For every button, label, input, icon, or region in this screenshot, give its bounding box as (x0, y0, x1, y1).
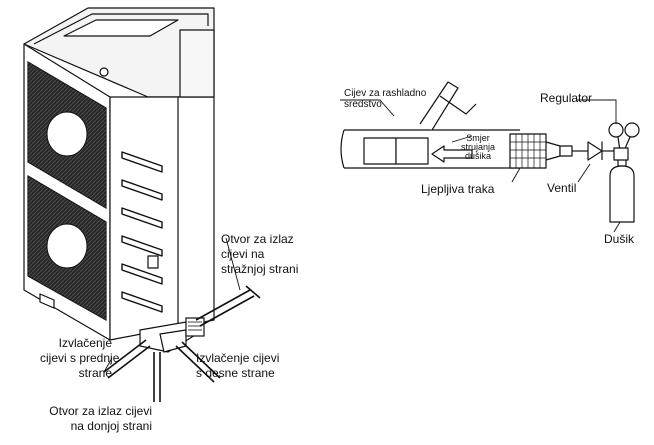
refrigerant-pipe-label-line2: sredstvo (344, 99, 382, 110)
refrigerant-pipe-label: Cijev za rashladno sredstvo (344, 88, 426, 110)
rear-outlet-label: Otvor za izlaz cijevi na stražnjoj stran… (221, 232, 298, 277)
regulator-label: Regulator (540, 91, 593, 105)
flow-arrow (431, 145, 473, 163)
regulator-gauge-left (608, 122, 624, 138)
flow-direction-label-line2: strujanja (460, 142, 496, 152)
valve-label: Ventil (547, 181, 577, 195)
insertion-tube (419, 81, 459, 131)
pipe-outlets (103, 285, 261, 402)
front-pull-label-line2: cijevi s prednje (40, 351, 120, 365)
adhesive-tape-label: Ljepljiva traka (421, 182, 495, 196)
flow-direction-label-line1: Smjer (466, 133, 490, 143)
front-pull-label: Izvlačenje cijevi s prednje strane (40, 336, 120, 381)
nitrogen-label: Dušik (604, 232, 635, 246)
right-pull-label-line2: s desne strane (196, 366, 275, 380)
bottom-outlet-label-line1: Otvor za izlaz cijevi (49, 404, 152, 418)
upper-fan-grille (27, 60, 107, 210)
pipe-sleeve-right (395, 137, 429, 165)
front-pull-label-line3: strane (78, 366, 112, 380)
flow-direction-label: Smjer strujanja dušika (458, 134, 498, 161)
rear-outlet-label-line2: cijevi na (221, 247, 265, 261)
pipe-sleeve-left (363, 137, 397, 165)
right-pull-label: Izvlačenje cijevi s desne strane (196, 351, 279, 381)
rear-outlet-label-line1: Otvor za izlaz (221, 232, 294, 246)
rear-outlet-label-line3: stražnjoj strani (221, 262, 299, 276)
nitrogen-cylinder (609, 165, 635, 223)
flow-direction-label-line3: dušika (464, 151, 491, 161)
regulator-gauge-right (624, 122, 640, 138)
right-pull-label-line1: Izvlačenje cijevi (196, 351, 280, 365)
bottom-outlet-label: Otvor za izlaz cijevi na donjoj strani (20, 404, 152, 434)
side-louvres (121, 151, 163, 313)
bottom-outlet-label-line2: na donjoj strani (70, 419, 152, 433)
lower-fan-grille (27, 174, 107, 322)
valve-body (587, 141, 603, 161)
front-pull-label-line1: Izvlačenje (58, 336, 112, 350)
refrigerant-pipe-label-line1: Cijev za rashladno (344, 88, 427, 99)
